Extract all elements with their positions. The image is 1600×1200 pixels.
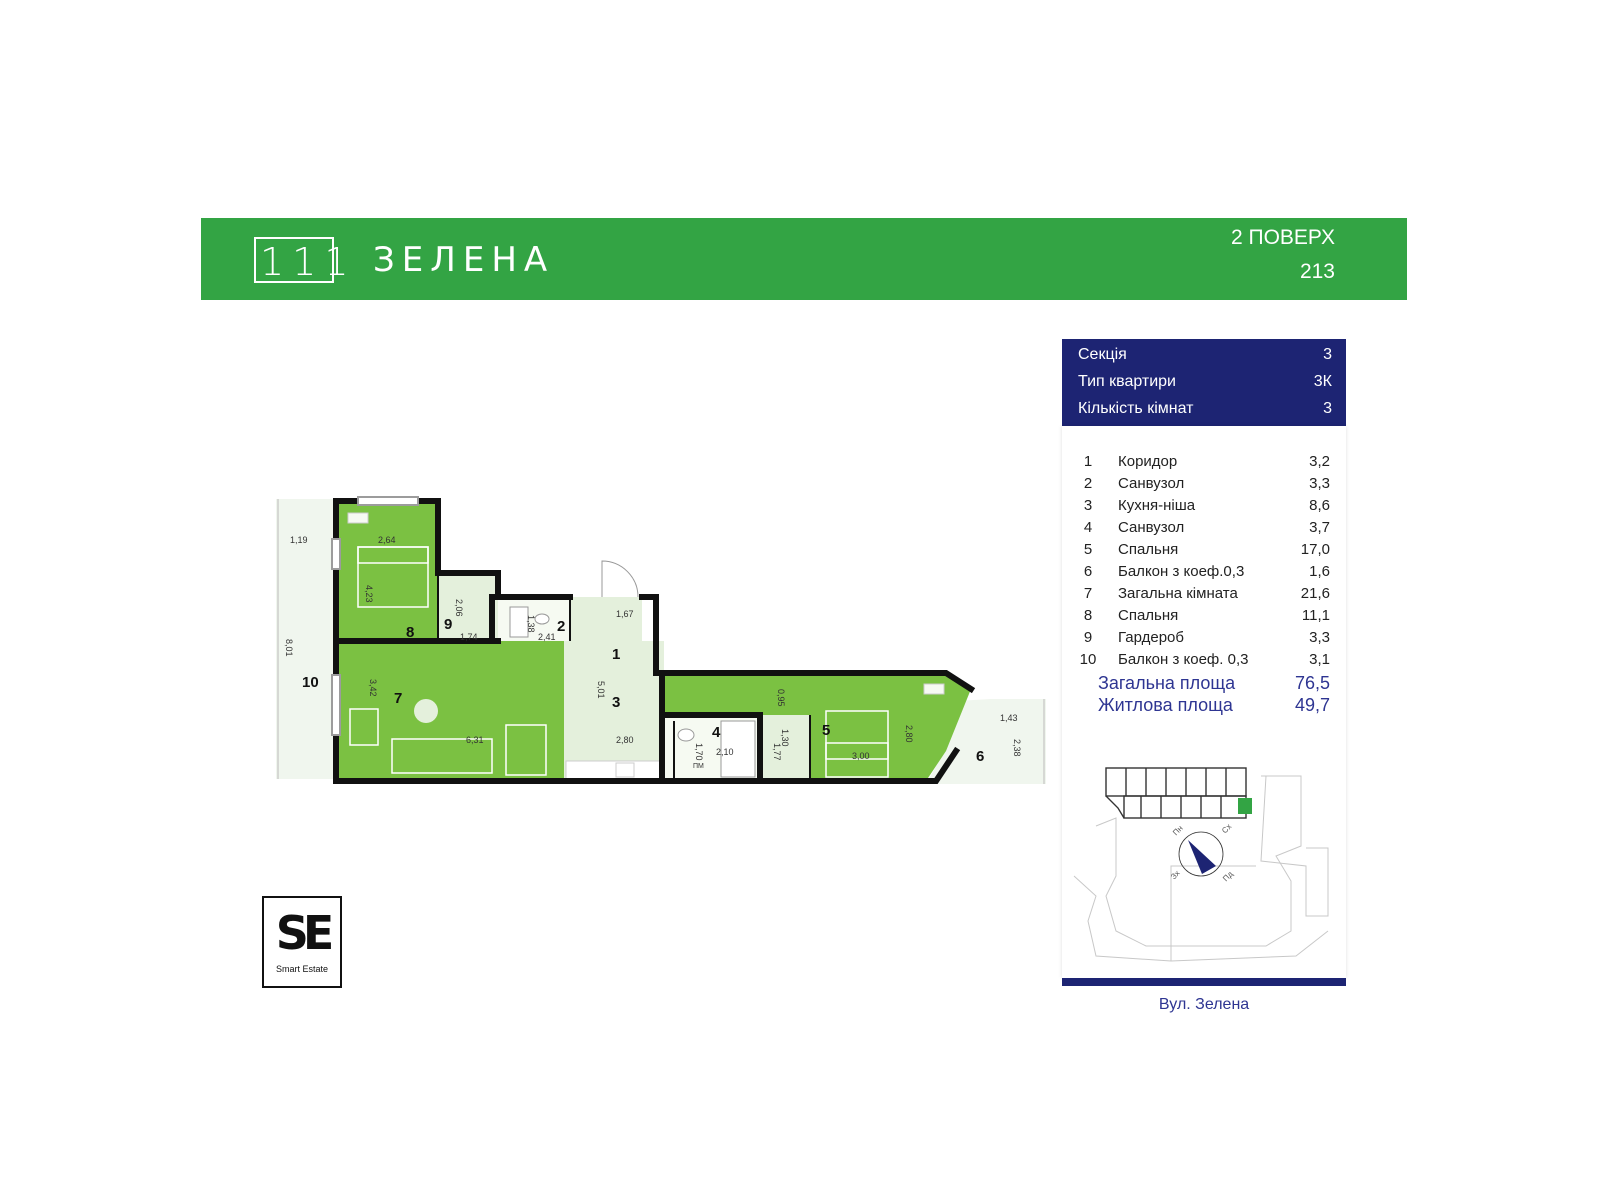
dim-label: 2,64 xyxy=(378,535,396,545)
room-labels: 1 2 3 4 5 6 7 8 9 10 xyxy=(302,616,984,765)
floor-label: 2 ПОВЕРХ xyxy=(1230,226,1335,249)
compass-arrow-icon xyxy=(1188,840,1216,874)
room-label-8: 8 xyxy=(406,624,414,641)
dim-label: 1,43 xyxy=(1000,713,1018,723)
apartment-highlight xyxy=(1238,798,1252,814)
room-9-fill xyxy=(438,573,498,641)
room-label-2: 2 xyxy=(557,618,565,635)
smart-estate-logo: SE Smart Estate xyxy=(262,896,342,988)
dim-label: 1,30 xyxy=(780,729,790,747)
room-label-7: 7 xyxy=(394,690,402,707)
room-label-1: 1 xyxy=(612,646,620,663)
dim-label: 3,00 xyxy=(852,751,870,761)
fixture-label: ПМ xyxy=(693,763,704,770)
dim-label: 5,01 xyxy=(596,681,606,699)
smart-estate-text: Smart Estate xyxy=(275,964,329,974)
furniture xyxy=(349,546,889,778)
compass-east-label: Сх xyxy=(1220,822,1233,835)
apartment-number: 213 xyxy=(1299,260,1335,283)
room-label-6: 6 xyxy=(976,748,984,765)
header-banner: 111 ЗЕЛЕНА 2 ПОВЕРХ 213 xyxy=(201,218,1407,300)
dim-label: 3,42 xyxy=(368,679,378,697)
compass: Пн Сх Зх Пд xyxy=(1169,822,1235,883)
dim-label: 1,77 xyxy=(772,743,782,761)
street-label: Вул. Зелена xyxy=(1158,996,1250,1013)
apartment-info-panel: Секція 3 Тип квартири 3К Кількість кімна… xyxy=(1062,339,1346,426)
building-outline xyxy=(1073,775,1329,962)
room-5-niche-fill xyxy=(760,715,810,781)
room-label-4: 4 xyxy=(712,724,721,741)
dim-label: 0,95 xyxy=(776,689,786,707)
project-logo: 111 xyxy=(254,237,349,284)
wall-details xyxy=(437,573,811,781)
entrance-door-arc xyxy=(601,560,639,598)
dim-label: 2,80 xyxy=(616,735,634,745)
dim-label: 2,80 xyxy=(904,725,914,743)
kitchen-counter xyxy=(565,760,663,780)
building-key-plan: Пн Сх Зх Пд xyxy=(1073,767,1329,962)
room-5-fill xyxy=(810,673,971,781)
room-label-3: 3 xyxy=(612,694,620,711)
info-row-type: Тип квартири 3К xyxy=(1078,373,1332,390)
dim-label: 1,38 xyxy=(526,615,536,633)
info-row-section: Секція 3 xyxy=(1078,346,1332,363)
balcony-left xyxy=(276,499,336,779)
room-label-5: 5 xyxy=(822,722,830,739)
walls xyxy=(333,498,976,784)
room-3-fill xyxy=(564,641,664,781)
windows xyxy=(331,496,419,736)
dim-label: 2,10 xyxy=(716,747,734,757)
dim-label: 1,19 xyxy=(290,535,308,545)
lamps xyxy=(347,512,945,695)
bathroom-fixtures xyxy=(509,606,756,778)
dim-label: 4,23 xyxy=(364,585,374,603)
dim-label: 2,38 xyxy=(1012,739,1022,757)
compass-south-label: Пд xyxy=(1221,869,1235,883)
smart-estate-mark: SE xyxy=(275,906,335,960)
dim-label: 8,01 xyxy=(284,639,294,657)
dim-label: 2,41 xyxy=(538,632,556,642)
project-name: ЗЕЛЕНА xyxy=(373,240,555,280)
room-label-9: 9 xyxy=(444,616,452,633)
dim-label: 1,70 xyxy=(694,743,704,761)
dim-label: 2,06 xyxy=(454,599,464,617)
room-areas xyxy=(338,501,971,781)
floor-footprint xyxy=(1105,767,1247,819)
room-label-10: 10 xyxy=(302,674,319,691)
floor-plan: 1 2 3 4 5 6 7 8 9 10 1,19 2,64 4,23 8,01… xyxy=(276,496,1046,784)
dimension-labels: 1,19 2,64 4,23 8,01 2,06 1,74 1,38 2,41 … xyxy=(284,535,1022,770)
dim-label: 6,31 xyxy=(466,735,484,745)
room-7-fill xyxy=(338,641,564,781)
room-8-fill xyxy=(338,501,438,641)
info-row-rooms: Кількість кімнат 3 xyxy=(1078,400,1332,417)
room-5-corridor-fill xyxy=(664,673,946,715)
compass-north-label: Пн xyxy=(1171,824,1185,838)
dim-label: 1,74 xyxy=(460,632,478,642)
dim-label: 1,67 xyxy=(616,609,634,619)
street-bar xyxy=(1062,978,1346,986)
